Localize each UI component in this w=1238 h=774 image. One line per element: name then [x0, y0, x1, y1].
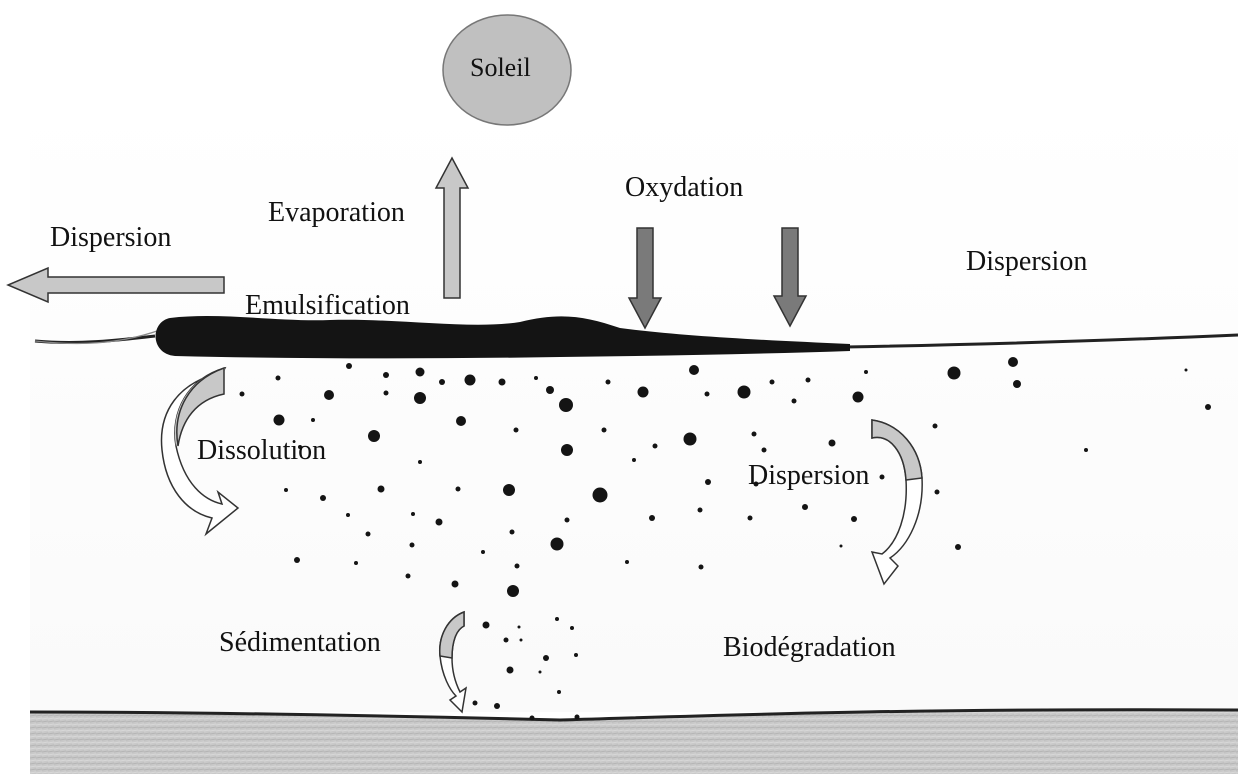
seabed: [30, 710, 1238, 774]
evaporation-label: Evaporation: [268, 199, 405, 227]
sedimentation-label: Sédimentation: [219, 629, 381, 657]
sun-label: Soleil: [470, 55, 531, 81]
biodegradation-label: Biodégradation: [723, 634, 896, 662]
dispersion-middle-label: Dispersion: [748, 462, 869, 490]
dispersion-right-label: Dispersion: [966, 248, 1087, 276]
dispersion-left-label: Dispersion: [50, 224, 171, 252]
emulsification-label: Emulsification: [245, 292, 410, 320]
oxidation-label: Oxydation: [625, 174, 743, 202]
dissolution-label: Dissolution: [197, 437, 326, 465]
